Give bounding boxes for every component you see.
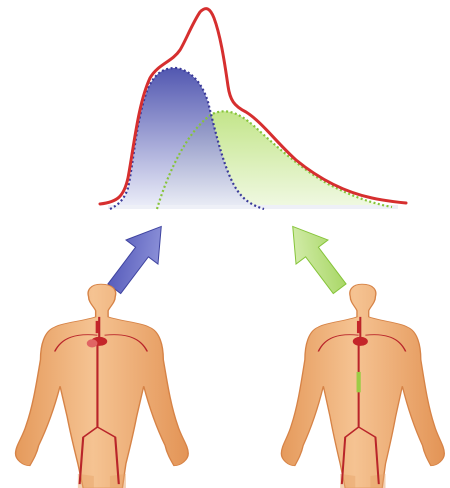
heart-icon bbox=[353, 337, 368, 346]
baseline-band bbox=[108, 205, 398, 209]
figure-left bbox=[16, 284, 189, 488]
arrow-right-icon bbox=[277, 214, 356, 300]
figure-right bbox=[281, 284, 444, 488]
distribution-chart bbox=[100, 9, 406, 209]
